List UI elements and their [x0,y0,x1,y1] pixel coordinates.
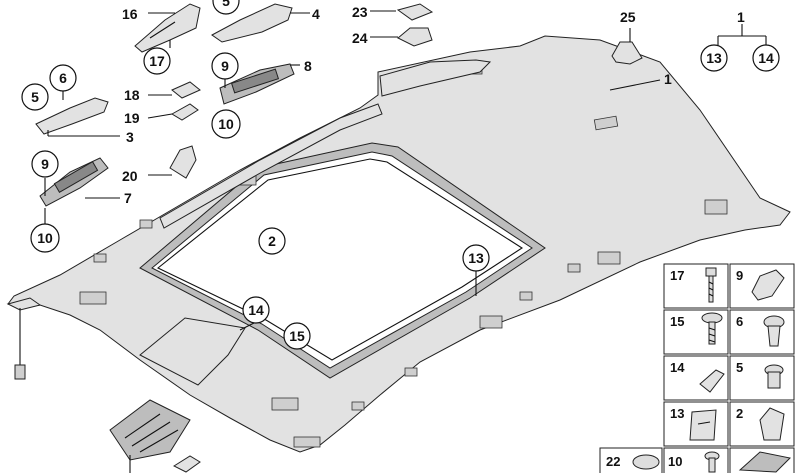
label-18: 18 [124,87,140,103]
callout-circle-9-left [31,150,59,178]
callout-circle-2 [258,227,286,255]
fastener-legend: 17 9 15 6 14 5 13 2 22 10 [599,263,795,473]
label-4: 4 [312,6,320,22]
rivet-6-icon [763,315,785,347]
label-14-top: 14 [758,50,774,66]
part-23-clip [396,3,434,21]
legend-label-13: 13 [670,406,684,421]
part-6-bracket [35,97,109,135]
screw-17-icon [705,267,717,303]
label-19: 19 [124,110,140,126]
legend-label-15: 15 [670,314,684,329]
screw-15-icon [701,312,723,345]
label-10-left: 10 [37,230,53,246]
screw-10-icon [704,451,720,473]
callout-circle-10-left [30,223,60,253]
label-14: 14 [248,302,264,318]
label-9-top: 9 [221,58,229,74]
callout-circle-17 [143,47,171,75]
label-23: 23 [352,4,368,20]
part-8-reading-light [219,63,295,105]
label-16: 16 [122,6,138,22]
legend-label-14: 14 [670,360,685,375]
label-7: 7 [124,190,132,206]
label-15: 15 [289,328,305,344]
label-1-main: 1 [664,71,672,87]
legend-label-10: 10 [668,454,682,469]
callout-circle-10-top [211,109,241,139]
callout-circle-9-top [211,52,239,80]
callout-circle-13 [462,244,490,272]
part-18-clip [171,81,201,99]
part-24-clip [397,27,433,47]
callout-circle-5-left [21,83,49,111]
label-13-top: 13 [706,50,722,66]
label-9-left: 9 [41,156,49,172]
label-6: 6 [59,70,67,86]
callout-circle-13-top [700,44,728,72]
label-2: 2 [268,233,276,249]
part-19-clip [171,103,199,121]
clip-9-icon [751,269,785,301]
plug-5-icon [764,364,784,389]
legend-label-5: 5 [736,360,743,375]
callout-circle-15 [283,322,311,350]
legend-label-22: 22 [606,454,620,469]
callout-labels: 16 17 5 4 23 24 25 1 13 14 1 6 5 3 18 19… [21,0,780,350]
pad-icon [738,451,792,473]
callout-circle-14-top [752,44,780,72]
part-4-bracket [211,3,293,43]
cap-22-icon [632,454,660,470]
label-25: 25 [620,9,636,25]
label-8: 8 [304,58,312,74]
legend-label-17: 17 [670,268,684,283]
legend-label-2: 2 [736,406,743,421]
clip-14-icon [699,369,725,393]
part-7-reading-light [39,157,109,207]
callout-circle-5-top [212,0,240,15]
label-5-left: 5 [31,89,39,105]
clip-13-icon [689,409,717,441]
part-25-clip [611,41,643,65]
label-1-top: 1 [737,9,745,25]
callout-circle-6 [49,64,77,92]
part-20-cover [169,145,197,179]
label-13: 13 [468,250,484,266]
label-24: 24 [352,30,368,46]
label-17: 17 [149,53,165,69]
callout-circle-14 [242,296,270,324]
label-5-top: 5 [222,0,230,9]
label-3: 3 [126,129,134,145]
part-lower-cover [109,399,201,473]
part-16-bracket [134,3,201,53]
label-20: 20 [122,168,138,184]
legend-label-9: 9 [736,268,743,283]
label-10-top: 10 [218,116,234,132]
clip-2-icon [759,407,785,441]
legend-label-6: 6 [736,314,743,329]
